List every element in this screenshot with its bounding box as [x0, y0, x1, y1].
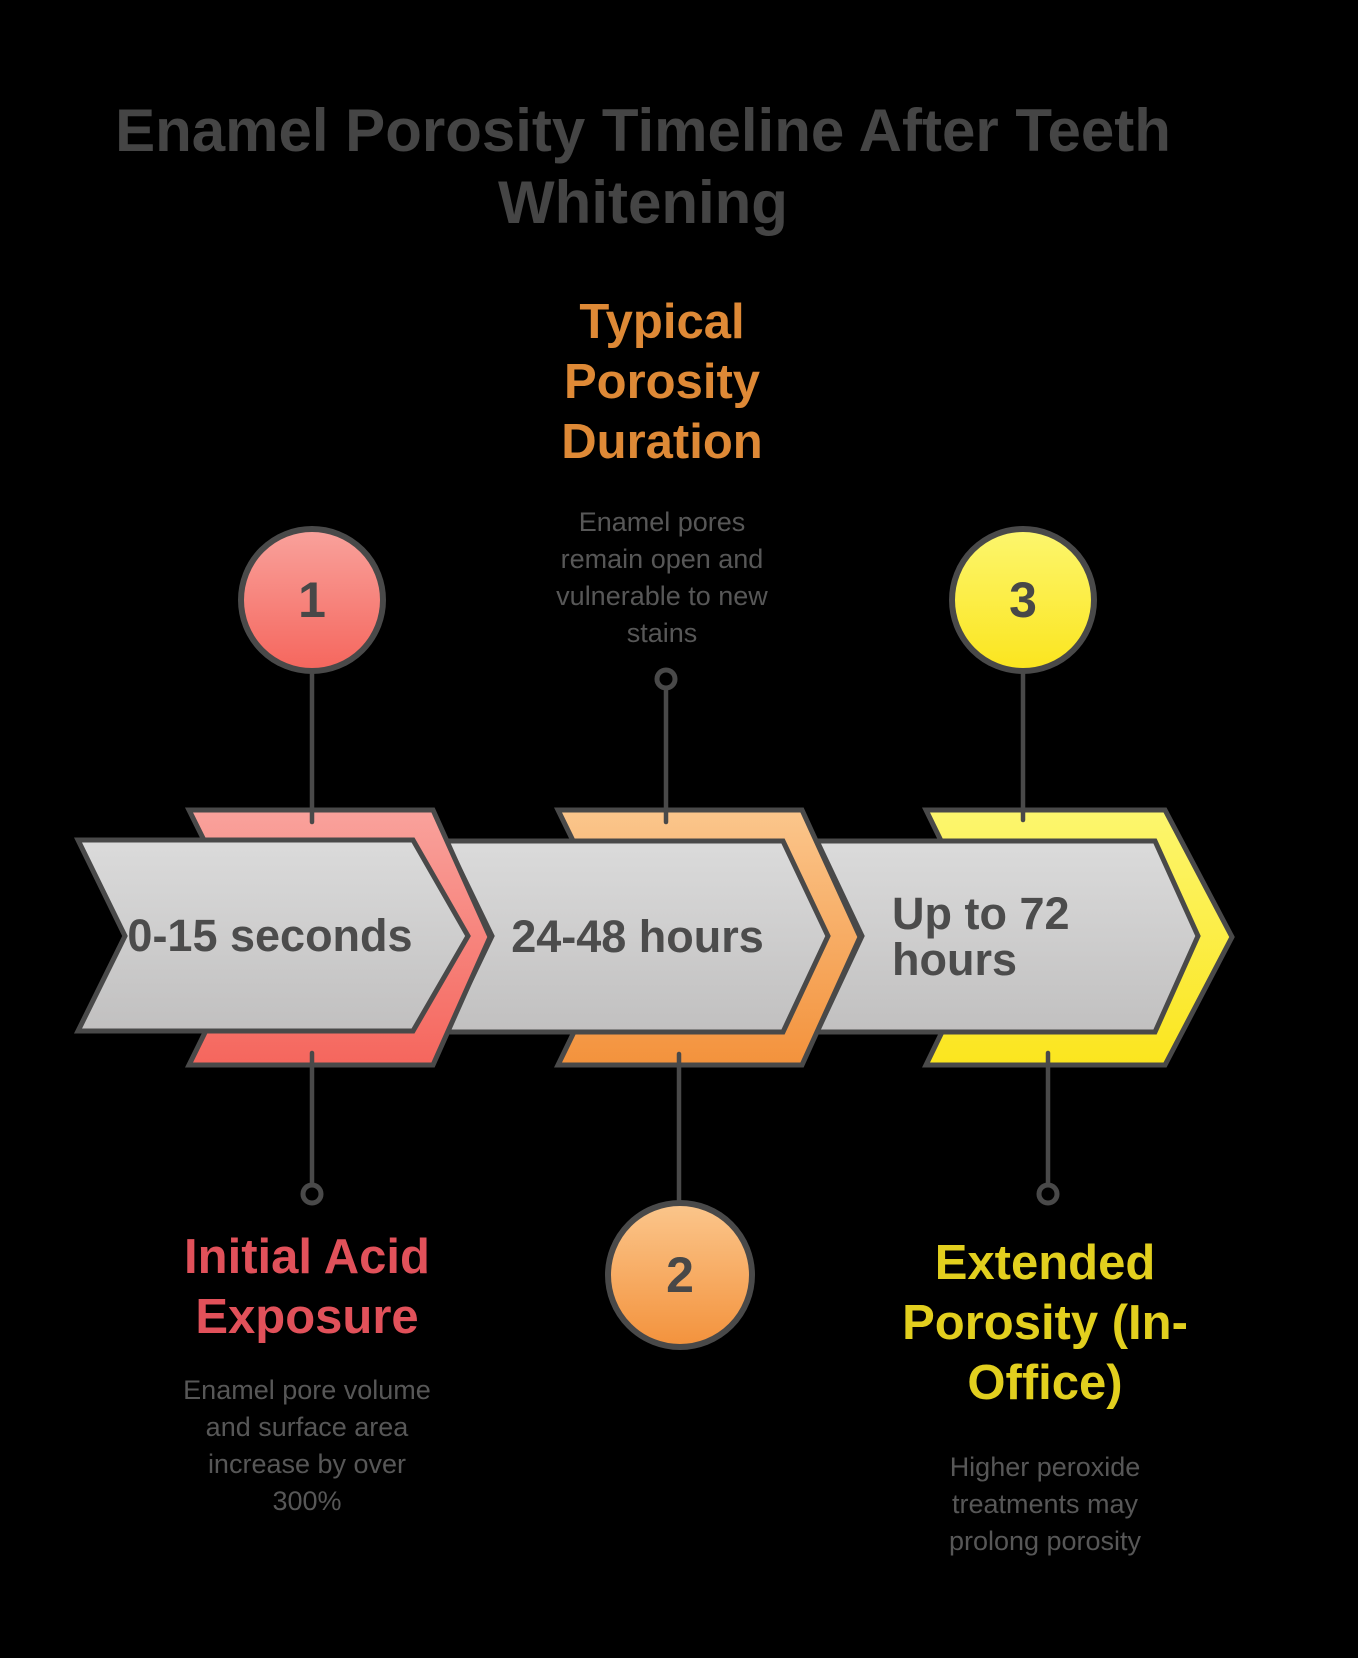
- step-3-heading: Extended Porosity (In-Office): [902, 1236, 1188, 1410]
- step-2-number: 2: [666, 1247, 694, 1303]
- step-1-heading: Initial Acid Exposure: [184, 1230, 430, 1344]
- step-2-duration-label: 24-48 hours: [511, 910, 764, 962]
- step-1-circle: [238, 526, 386, 674]
- page-title: Enamel Porosity Timeline After Teeth Whi…: [115, 97, 1171, 236]
- step-3-number: 3: [1009, 572, 1037, 628]
- step-1-description: Enamel pore volume and surface area incr…: [183, 1375, 431, 1516]
- step-3-connector-ring: [1036, 1182, 1060, 1206]
- step-3-duration-label: Up to 72 hours: [892, 887, 1070, 985]
- step-1-connector-ring: [300, 1182, 324, 1206]
- step-1-duration-label: 0-15 seconds: [127, 909, 413, 961]
- step-3-description: Higher peroxide treatments may prolong p…: [948, 1452, 1142, 1556]
- step-2-heading: Typical Porosity Duration: [561, 295, 763, 469]
- step-3-circle: [949, 526, 1097, 674]
- step-1-arrow: [73, 837, 471, 1034]
- step-2-connector-ring: [654, 667, 678, 691]
- step-2-circle: [605, 1200, 755, 1350]
- step-2-description: Enamel pores remain open and vulnerable …: [556, 507, 768, 648]
- step-1-number: 1: [298, 572, 326, 628]
